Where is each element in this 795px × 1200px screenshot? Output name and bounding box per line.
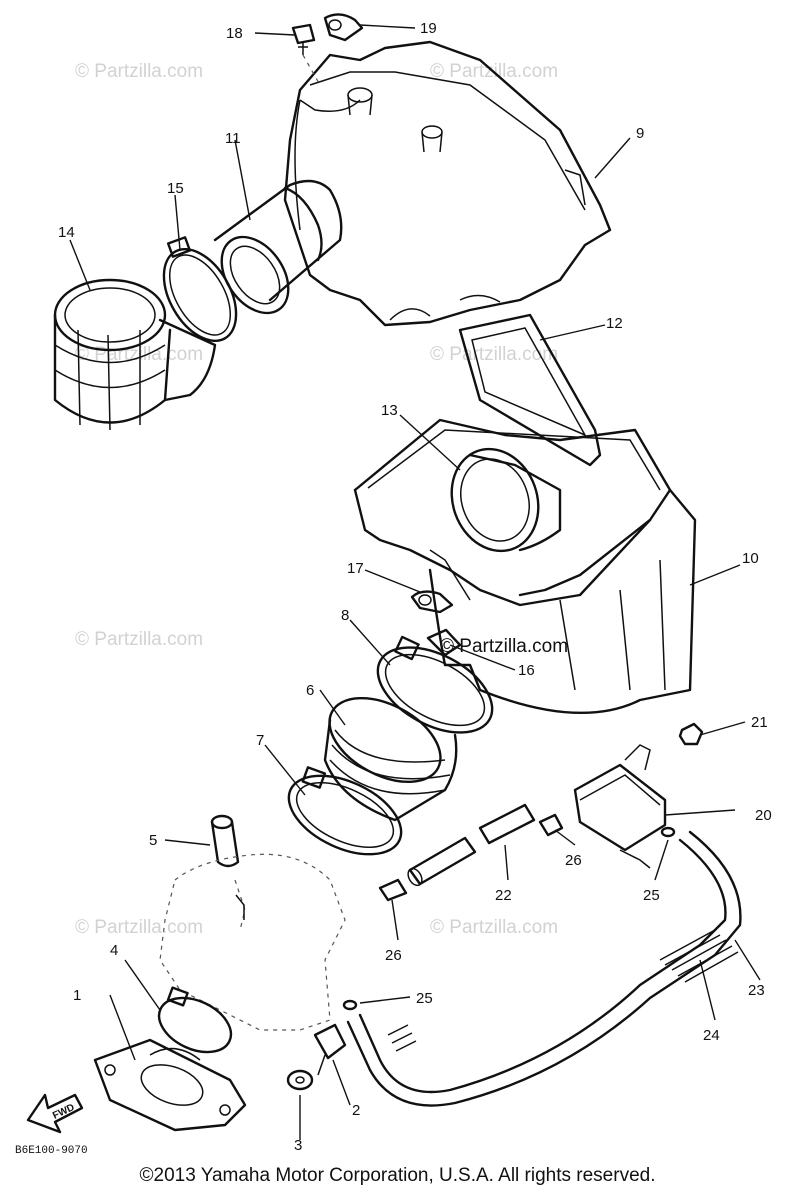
callout-2: 2 — [352, 1102, 360, 1119]
callout-6: 6 — [306, 682, 314, 699]
part-17-clip[interactable] — [410, 590, 454, 614]
assembly-line — [302, 54, 321, 86]
callout-10: 10 — [742, 550, 759, 567]
part-20-fuel-pump[interactable] — [573, 744, 667, 869]
part-13-joint[interactable] — [438, 437, 562, 563]
callout-19: 19 — [420, 20, 437, 37]
callout-21: 21 — [751, 714, 768, 731]
diagram-code: B6E100-9070 — [15, 1145, 88, 1157]
callout-12: 12 — [606, 315, 623, 332]
watermark: © Partzilla.com — [430, 344, 558, 365]
callout-15: 15 — [167, 180, 184, 197]
part-18-bolt[interactable] — [291, 23, 316, 55]
part-19-clip[interactable] — [323, 13, 364, 42]
callout-14: 14 — [58, 224, 75, 241]
part-14-filter-element[interactable] — [53, 278, 217, 431]
callout-16: 16 — [518, 662, 535, 679]
part-25-clip-lower[interactable] — [342, 999, 358, 1011]
callout-25-lower: 25 — [416, 990, 433, 1007]
callout-labels: 1 2 3 4 5 6 7 8 9 10 11 12 13 14 15 16 1… — [58, 20, 772, 1154]
part-22-hose[interactable] — [405, 803, 536, 888]
callout-18: 18 — [226, 25, 243, 42]
part-7-clamp[interactable] — [277, 760, 414, 871]
watermark: © Partzilla.com — [75, 344, 203, 365]
callout-8: 8 — [341, 607, 349, 624]
callout-7: 7 — [256, 732, 264, 749]
callout-20: 20 — [755, 807, 772, 824]
part-2-screw[interactable] — [313, 1023, 347, 1076]
part-11-intake-tube[interactable] — [208, 179, 343, 325]
watermark-group: © Partzilla.com © Partzilla.com © Partzi… — [75, 61, 568, 938]
part-25-clip-upper[interactable] — [660, 826, 676, 838]
part-26-clip-upper[interactable] — [538, 813, 564, 837]
part-6-carb-joint[interactable] — [316, 681, 458, 822]
center-watermark: © Partzilla.com — [440, 636, 568, 657]
fwd-arrow: FWD — [26, 1093, 84, 1134]
callout-22: 22 — [495, 887, 512, 904]
callout-5: 5 — [149, 832, 157, 849]
copyright-notice: ©2013 Yamaha Motor Corporation, U.S.A. A… — [139, 1165, 656, 1186]
part-12-gasket[interactable] — [458, 313, 602, 467]
watermark: © Partzilla.com — [75, 917, 203, 938]
watermark: © Partzilla.com — [75, 629, 203, 650]
part-5-pipe[interactable] — [210, 814, 240, 868]
watermark: © Partzilla.com — [75, 61, 203, 82]
part-21-nut[interactable] — [678, 722, 704, 746]
part-16-fitting[interactable] — [426, 628, 462, 657]
part-26-clip-lower[interactable] — [378, 878, 408, 902]
leader-lines — [69, 24, 761, 1140]
part-15-hose-clamp[interactable] — [149, 236, 251, 354]
callout-26-upper: 26 — [565, 852, 582, 869]
callout-11: 11 — [225, 130, 241, 147]
part-23-fuel-hose[interactable] — [346, 830, 742, 1107]
part-3-washer[interactable] — [286, 1069, 314, 1091]
part-4-clamp[interactable] — [150, 986, 239, 1063]
part-1-intake-manifold[interactable] — [93, 1038, 247, 1132]
callout-23: 23 — [748, 982, 765, 999]
watermark: © Partzilla.com — [430, 917, 558, 938]
callout-9: 9 — [636, 125, 644, 142]
callout-17: 17 — [347, 560, 364, 577]
part-24-protector[interactable] — [387, 929, 739, 1052]
callout-13: 13 — [381, 402, 398, 419]
callout-1: 1 — [73, 987, 81, 1004]
part-9-air-box-cover[interactable] — [283, 40, 612, 327]
carburetor-outline — [159, 853, 346, 1031]
callout-24: 24 — [703, 1027, 720, 1044]
callout-26-lower: 26 — [385, 947, 402, 964]
part-10-air-box-case[interactable] — [353, 418, 697, 715]
callout-25-upper: 25 — [643, 887, 660, 904]
callout-3: 3 — [294, 1137, 302, 1154]
callout-4: 4 — [110, 942, 118, 959]
